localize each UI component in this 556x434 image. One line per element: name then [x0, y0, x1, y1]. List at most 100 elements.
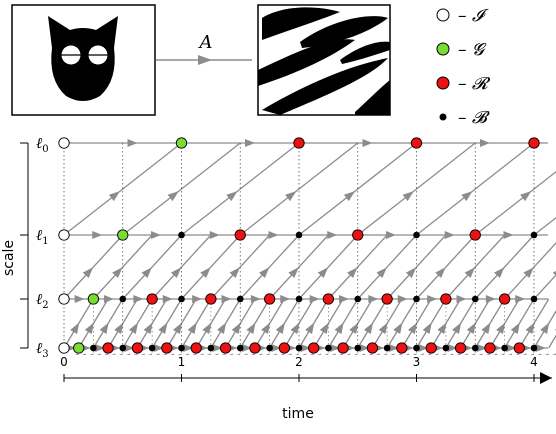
incoming-line [522, 353, 527, 355]
flow-arrowhead [427, 295, 438, 303]
initial-node [58, 137, 70, 149]
incoming-line [206, 353, 212, 355]
transfer-arrowhead [141, 267, 152, 279]
red-node [337, 342, 349, 354]
incoming-line [441, 353, 447, 355]
red-node [102, 342, 114, 354]
scale-axis: ℓ0 ℓ1 ℓ2 ℓ3 scale [1, 134, 49, 360]
incoming-line [317, 353, 322, 355]
green-node [73, 342, 85, 354]
transfer-arrowhead [143, 322, 153, 335]
transfer-arrowhead [402, 191, 414, 202]
black-node [383, 344, 391, 352]
transfer-arrowhead [347, 267, 358, 279]
black-node [178, 231, 185, 239]
flow-arrowhead [245, 139, 255, 147]
time-tick-label: 1 [178, 355, 186, 369]
flow-arrowhead [127, 139, 138, 147]
flow-arrowhead [124, 344, 135, 352]
transfer-arrowhead [128, 322, 139, 335]
green-node [117, 229, 129, 241]
level-label-0: ℓ0 [36, 134, 49, 155]
incoming-line [383, 353, 388, 355]
flow-arrowhead [477, 344, 488, 352]
transfer-arrowhead [466, 322, 476, 335]
flow-arrowhead [506, 344, 517, 352]
transfer-line [63, 234, 124, 300]
red-node [396, 342, 408, 354]
transfer-line [63, 142, 182, 236]
black-node [530, 231, 538, 239]
transfer-arrowhead [525, 322, 535, 335]
flow-arrowhead [183, 344, 194, 352]
flow-arrowhead [74, 295, 85, 303]
flow-arrowhead [104, 295, 114, 303]
transfer-arrowhead [496, 322, 506, 335]
incoming-line [214, 353, 219, 355]
transfer-arrowhead [393, 322, 403, 335]
incoming-line [515, 353, 520, 355]
black-node [266, 344, 273, 352]
red-node [219, 342, 232, 354]
incoming-line [111, 353, 116, 355]
transfer-arrowhead [200, 267, 211, 279]
transfer-line [357, 142, 476, 236]
flow-arrowhead [368, 295, 379, 303]
transfer-arrowhead [173, 322, 183, 335]
transfer-line [474, 170, 556, 236]
transfer-arrowhead [494, 267, 505, 279]
black-node [354, 295, 362, 303]
flow-arrowhead [444, 231, 455, 239]
time-tick-label: 4 [530, 355, 538, 369]
cat-face-icon [48, 16, 118, 101]
red-node [425, 342, 437, 354]
red-node [263, 293, 276, 305]
transfer-line [122, 234, 182, 300]
black-node [325, 344, 332, 352]
incoming-line [155, 353, 160, 355]
transfer-arrowhead [305, 322, 315, 335]
incoming-line [346, 353, 351, 355]
red-node [366, 342, 379, 354]
incoming-line [133, 353, 138, 355]
black-node [471, 295, 479, 303]
transfer-arrowhead [510, 322, 520, 335]
legend-item-initial: – 𝓘 [436, 6, 489, 26]
transfer-arrowhead [520, 191, 532, 202]
incoming-line [368, 353, 373, 355]
flow-arrowhead [359, 344, 370, 352]
flow-arrowhead [515, 295, 526, 303]
transfer-arrowhead [422, 322, 432, 335]
incoming-line [361, 353, 366, 355]
transfer-arrowhead [523, 267, 534, 279]
level-label-3: ℓ3 [36, 339, 49, 360]
transfer-arrowhead [461, 191, 473, 202]
transfer-arrowhead [435, 267, 446, 279]
incoming-line [397, 353, 403, 355]
transfer-arrowhead [70, 322, 80, 335]
incoming-line [287, 353, 292, 355]
red-node [410, 137, 423, 149]
transfer-arrowhead [108, 191, 121, 202]
transfer-arrowhead [158, 322, 168, 335]
black-node [442, 344, 450, 352]
incoming-line [199, 353, 204, 355]
flow-arrowhead [271, 344, 282, 352]
flow-arrowhead [92, 231, 103, 239]
transfer-arrowhead [202, 322, 212, 335]
black-node [413, 344, 420, 352]
black-node [471, 344, 479, 352]
incoming-line [464, 353, 469, 355]
flow-arrowhead [339, 295, 349, 303]
flow-arrowhead [212, 344, 223, 352]
transfer-arrowhead [349, 322, 359, 335]
incoming-line [434, 353, 439, 355]
incoming-line [390, 353, 395, 355]
transfer-line [474, 234, 535, 300]
transfer-arrowhead [319, 322, 329, 335]
incoming-line [243, 353, 248, 355]
transfer-arrowhead [481, 322, 491, 335]
transfer-line [533, 216, 556, 236]
